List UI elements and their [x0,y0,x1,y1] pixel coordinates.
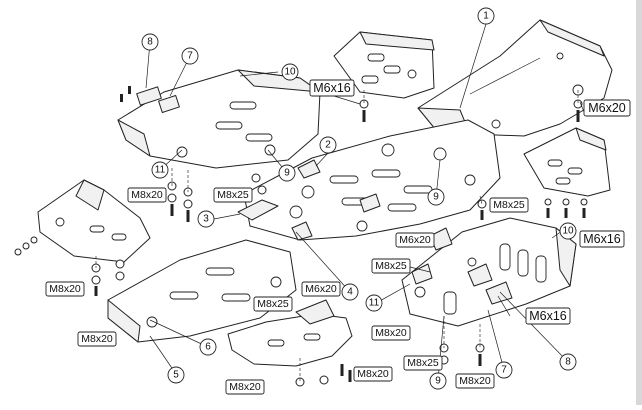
fastener-tag-m8x20: M8x20 [455,373,495,389]
fastener-label: M8x20 [459,375,491,387]
callout-number: 11 [155,165,166,176]
fastener-tag-m8x25: M8x25 [213,187,253,203]
right-mid-bracket [523,127,611,197]
fastener-tag-m8x20: M8x20 [371,325,411,341]
callout-number: 6 [205,342,211,353]
callout-number: 8 [565,357,571,368]
fastener-tag-m8x25: M8x25 [489,197,529,213]
callout-2: 2 [319,136,337,154]
callout-10: 10 [559,222,577,240]
callout-number: 1 [483,11,489,22]
fastener-tag-m6x20: M6x20 [301,281,341,297]
callout-number: 10 [284,67,296,78]
fastener-tag-m8x25: M8x25 [371,258,411,274]
callout-number: 5 [173,370,179,381]
fastener-tag-m8x20: M8x20 [45,281,85,297]
callout-9: 9 [429,372,447,390]
bolt-stack [544,198,588,218]
bolt-stack [115,259,125,281]
bolt-stack [14,236,38,256]
callout-11: 11 [151,161,169,179]
fastener-label: M6x20 [305,283,337,295]
fastener-tag-m8x20: M8x20 [77,331,117,347]
fastener-label: M8x25 [257,298,289,310]
fastener-label: M8x25 [407,357,439,369]
fastener-tag-m8x20: M8x20 [353,366,393,382]
right-upper-plate [417,19,613,137]
centre-plate [243,119,501,241]
left-front-bracket [37,179,151,263]
bolt-stack [251,173,267,195]
callout-9: 9 [427,188,445,206]
callout-number: 7 [187,51,193,62]
callout-number: 8 [147,37,153,48]
bolt-stack [91,263,101,296]
callout-6: 6 [199,338,217,356]
callout-number: 11 [369,298,380,309]
callout-number: 3 [203,214,209,225]
fastener-label: M8x20 [49,283,81,295]
callout-number: 10 [562,226,574,237]
fastener-tag-m6x16: M6x16 [309,79,355,97]
bolt-stack [167,181,177,216]
callout-3: 3 [197,210,215,228]
callout-4: 4 [341,283,359,301]
bolt-stack [295,364,352,387]
bolt-stack [183,187,193,222]
fastener-label: M6x20 [588,101,626,115]
bottom-bracket [227,299,353,367]
fastener-label: M8x20 [375,327,407,339]
fastener-label: M8x20 [81,333,113,345]
callout-1: 1 [477,7,495,25]
fastener-tag-m6x20: M6x20 [583,99,631,117]
bolt-stack [359,99,369,122]
left-lower-plate [107,239,297,343]
callout-number: 4 [347,287,353,298]
fastener-label: M6x20 [399,234,431,246]
fastener-tag-m6x16: M6x16 [525,307,571,325]
fastener-label: M8x25 [217,189,249,201]
fastener-label: M8x25 [375,260,407,272]
callout-8: 8 [559,353,577,371]
callout-number: 9 [435,376,441,387]
fastener-tag-m6x16: M6x16 [579,230,625,248]
fastener-label: M6x16 [313,81,351,95]
bolt-stack [475,343,485,366]
callout-7: 7 [181,47,199,65]
callout-number: 7 [501,365,507,376]
window-edge [636,0,642,405]
callout-number: 9 [284,168,290,179]
callout-number: 9 [433,192,439,203]
callout-5: 5 [167,366,185,384]
bolt-stack [120,86,131,102]
diagram-canvas: 1 2 3 4 5 6 7 7 8 8 9 9 [14,7,631,395]
callout-number: 2 [325,140,331,151]
callout-8: 8 [141,33,159,51]
left-top-plate [117,69,321,169]
bolt-stack [477,199,487,220]
small-brackets [136,86,513,305]
fastener-label: M8x20 [229,381,261,393]
top-small-bracket [333,31,435,99]
fastener-tag-m6x20: M6x20 [395,232,435,248]
fastener-tag-m8x25: M8x25 [403,355,443,371]
fastener-tag-m8x25: M8x25 [253,296,293,312]
fastener-tag-m8x20: M8x20 [225,379,265,395]
callout-9: 9 [278,164,296,182]
callout-11: 11 [365,294,383,312]
fastener-label: M6x16 [583,232,621,246]
fastener-label: M8x20 [357,368,389,380]
fastener-stacks [14,86,588,387]
callout-10: 10 [281,63,299,81]
callout-7: 7 [495,361,513,379]
fastener-label: M8x20 [131,189,163,201]
fastener-tag-m8x20: M8x20 [127,187,167,203]
fastener-label: M8x25 [493,199,525,211]
fastener-label: M6x16 [529,309,567,323]
